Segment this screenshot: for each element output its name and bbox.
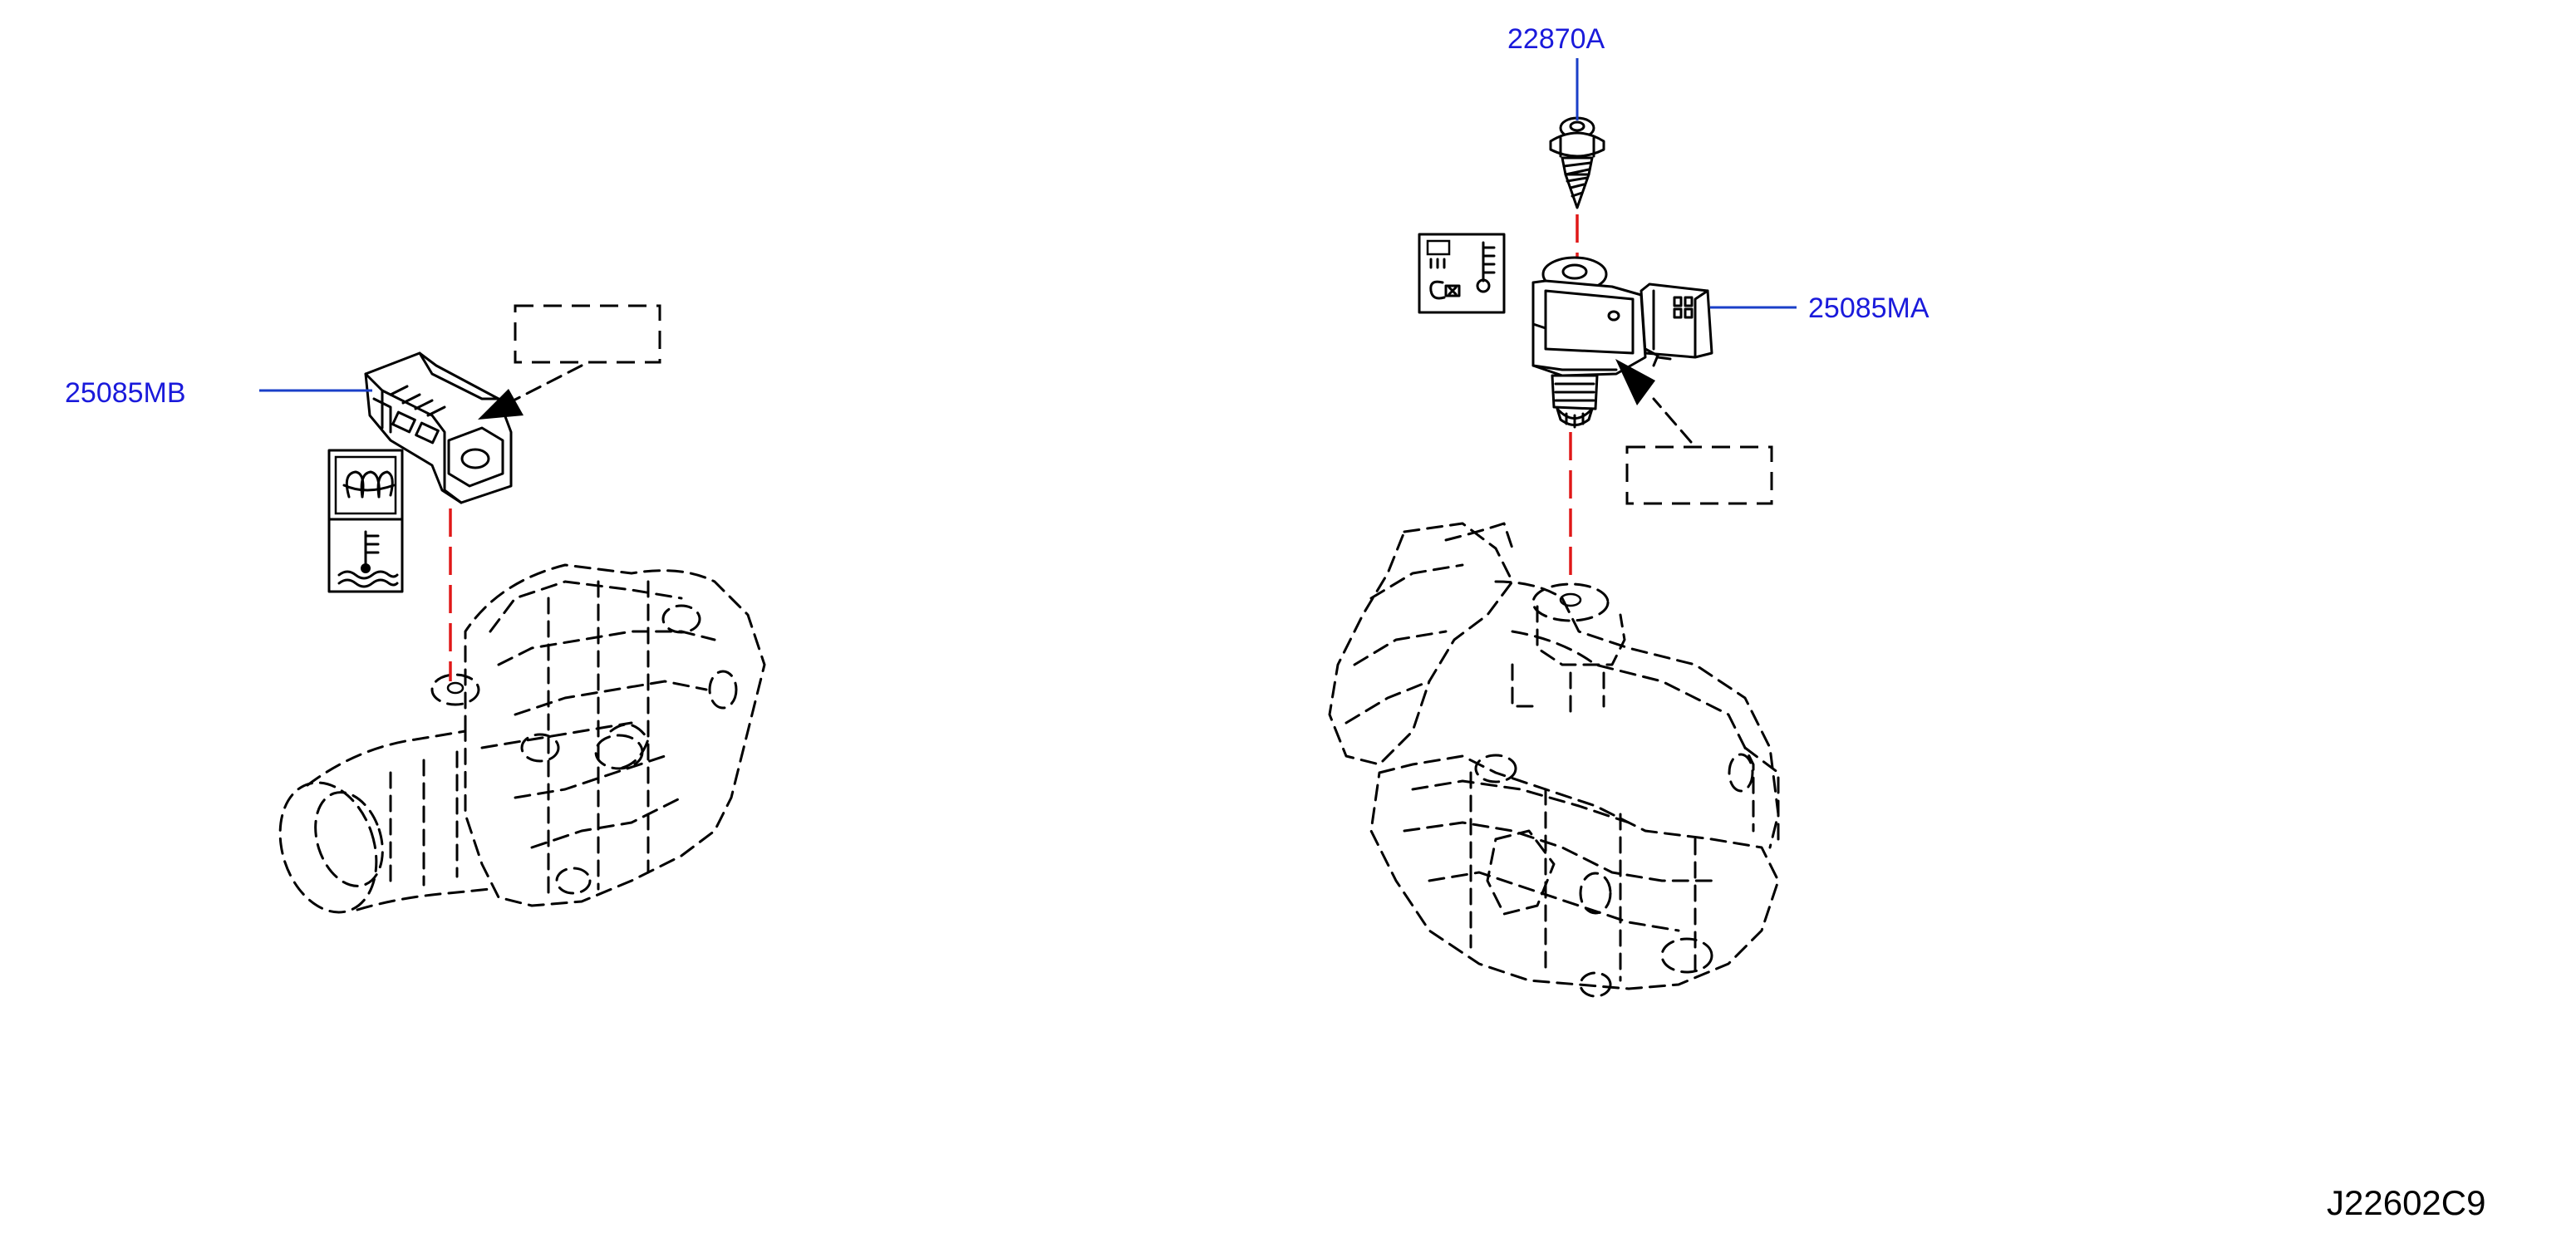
- callout-22870a[interactable]: 22870A: [1507, 23, 1605, 55]
- coolant-temperature-icon: [337, 530, 399, 588]
- bolt-22870a[interactable]: [1549, 116, 1605, 209]
- map-sensor-25085ma[interactable]: [1531, 256, 1713, 429]
- right-assembly: 22870A 25085MA: [1328, 23, 1930, 998]
- right-arrowhead: [1615, 359, 1655, 405]
- right-engine-manifold-outline: [1328, 522, 1780, 998]
- right-reference-box: [1625, 445, 1773, 505]
- temperature-sensor-icon: [1476, 241, 1496, 293]
- left-reference-box: [514, 304, 661, 364]
- left-assembly: 25085MB: [65, 304, 766, 914]
- left-engine-housing-outline: [278, 563, 766, 914]
- fuel-pressure-icon: [1426, 239, 1461, 300]
- callout-25085mb[interactable]: 25085MB: [65, 377, 186, 409]
- boost-pressure-icon: [334, 455, 397, 515]
- callout-25085ma[interactable]: 25085MA: [1808, 292, 1930, 324]
- left-arrowhead: [478, 389, 524, 420]
- boost-sensor-25085mb[interactable]: [364, 351, 513, 504]
- right-icon-panel: [1418, 233, 1506, 314]
- diagram-code: J22602C9: [2327, 1183, 2485, 1222]
- left-icon-panel: [327, 449, 404, 593]
